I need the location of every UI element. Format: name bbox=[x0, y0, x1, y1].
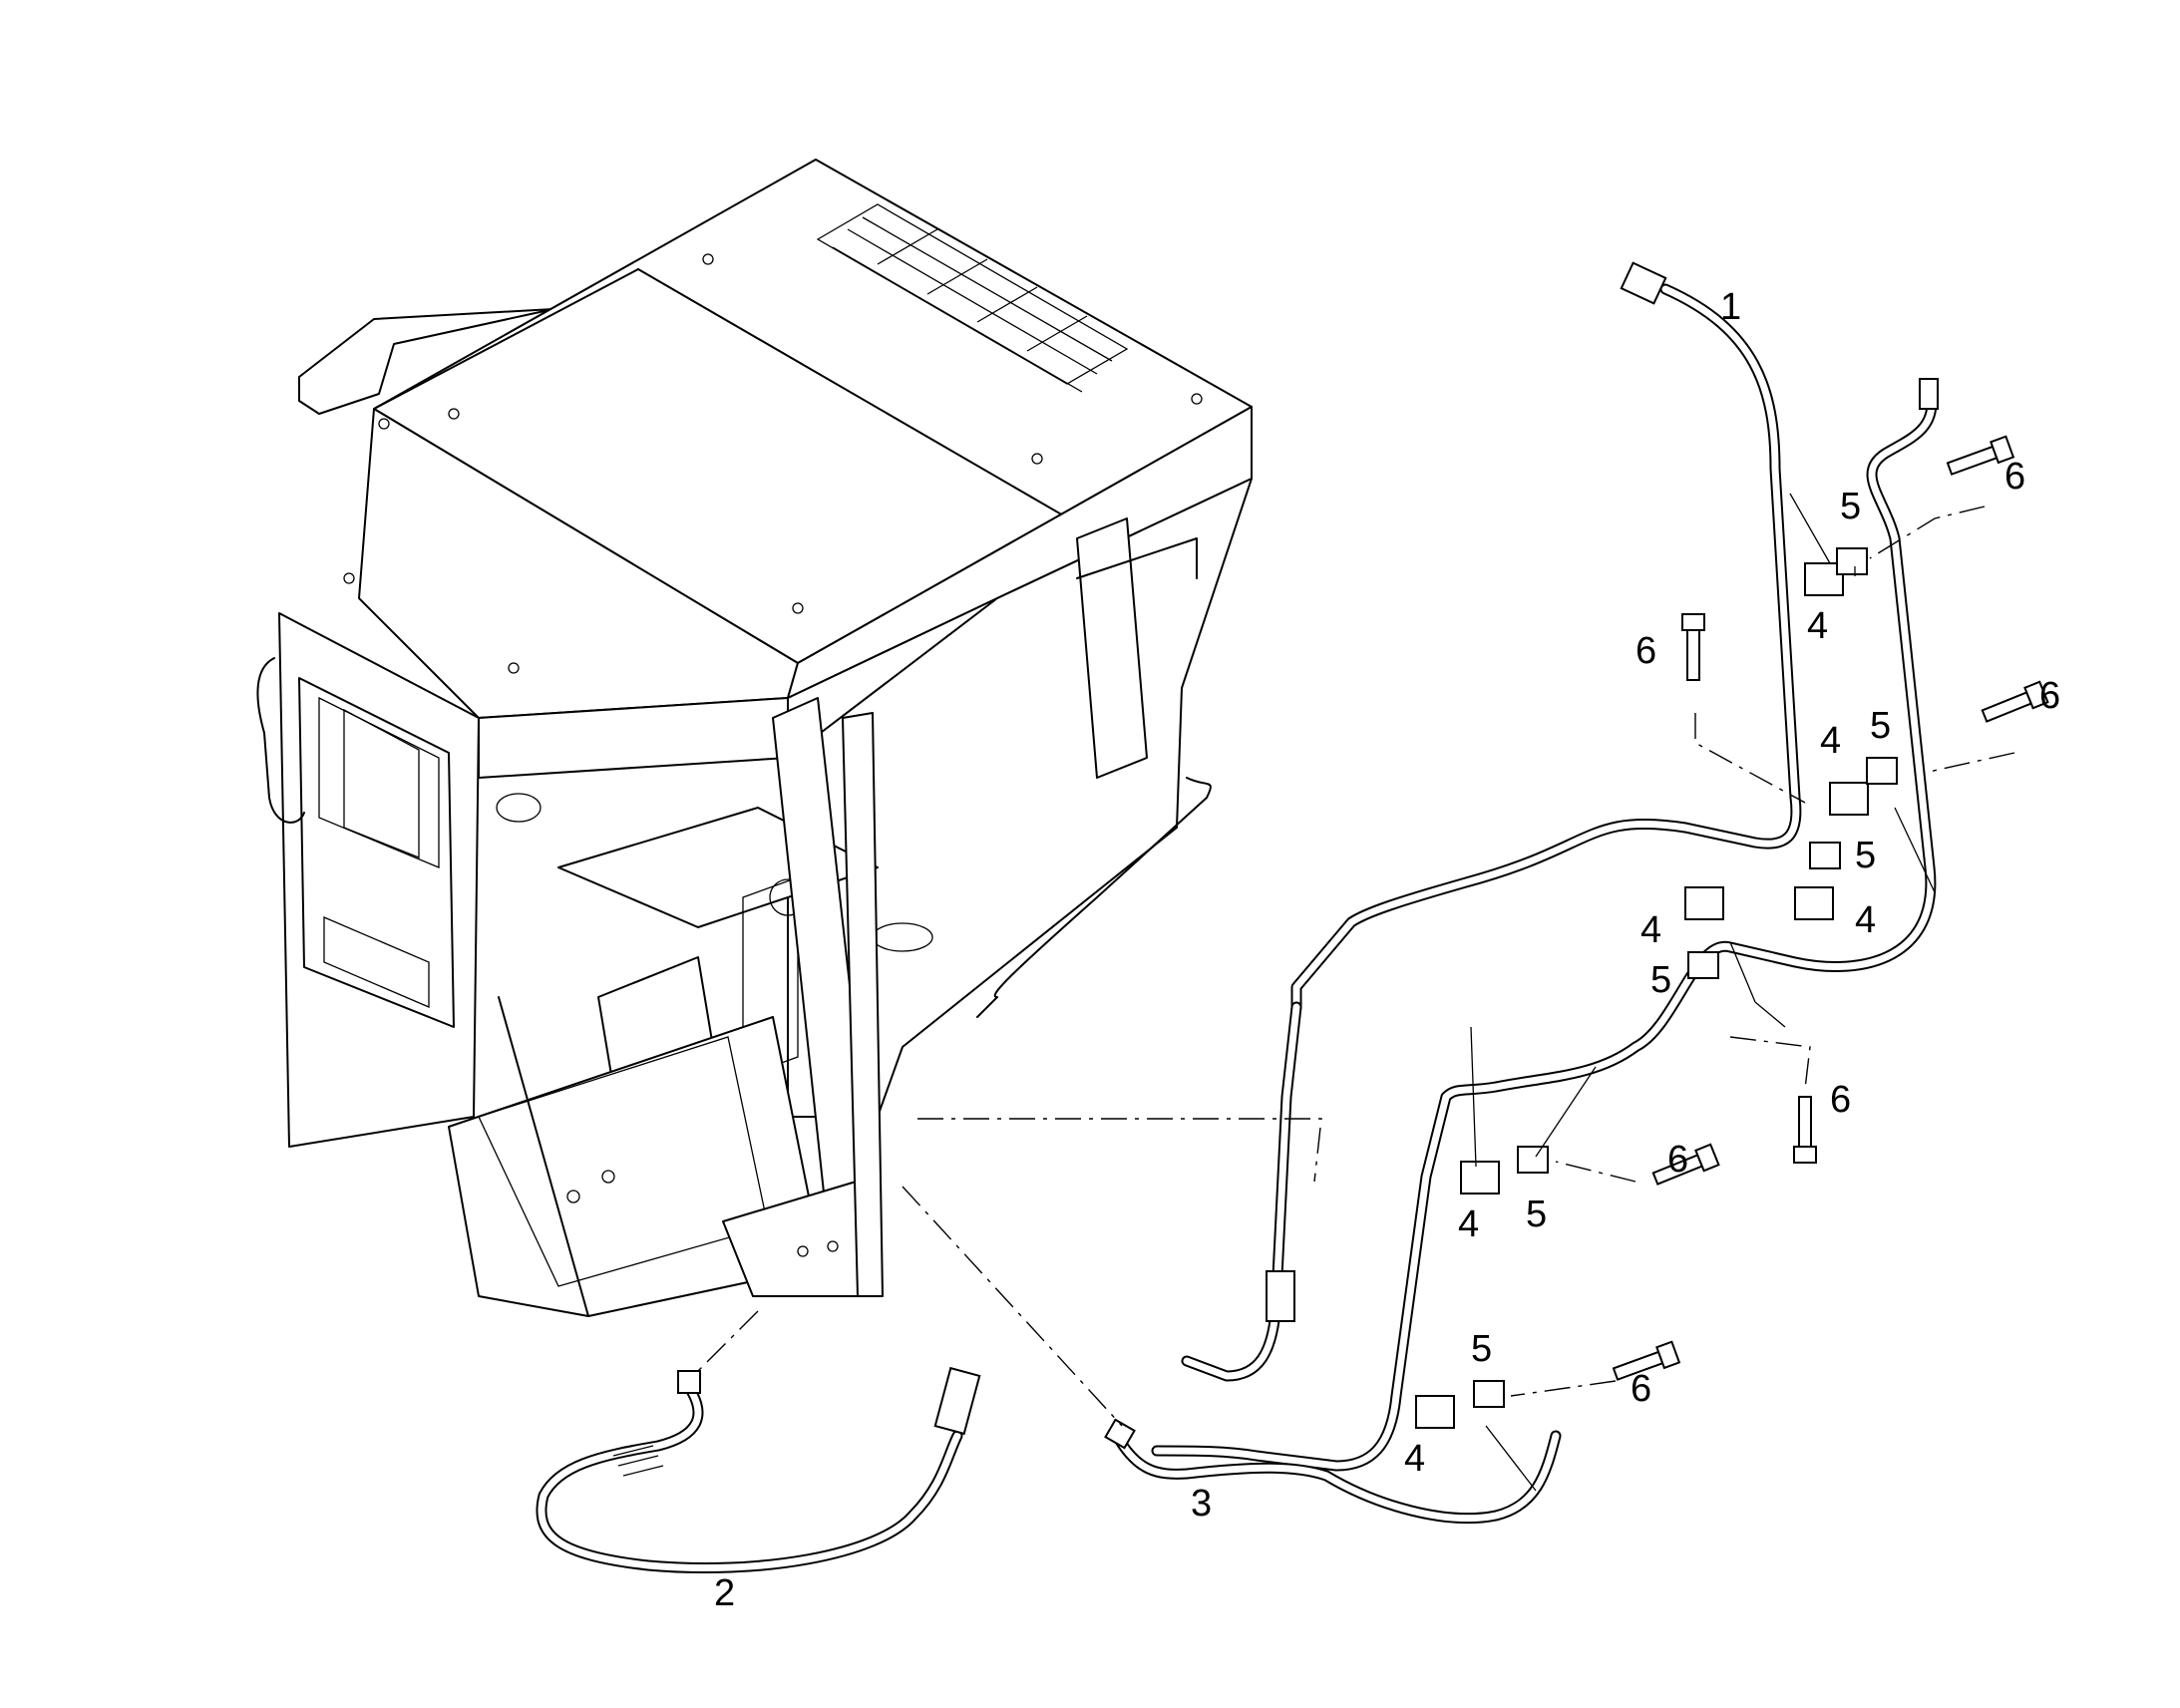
bolts bbox=[1612, 435, 2049, 1381]
clamp bbox=[1794, 886, 1834, 920]
callout-4: 4 bbox=[1807, 605, 1828, 647]
hose-parallel bbox=[1151, 378, 1939, 1472]
callout-4: 4 bbox=[1458, 1203, 1479, 1245]
callout-6: 6 bbox=[2004, 456, 2025, 498]
callout-6: 6 bbox=[1635, 630, 1656, 672]
hose-3-fitting bbox=[1104, 1418, 1136, 1450]
clamp bbox=[1460, 1161, 1500, 1195]
callouts: 1 2 3 4 4 4 4 4 4 5 5 5 5 5 5 6 6 6 6 6 … bbox=[714, 286, 2060, 1614]
callout-6: 6 bbox=[2039, 675, 2060, 717]
clamp bbox=[1804, 562, 1844, 596]
cab-assembly bbox=[256, 159, 1253, 1317]
callout-5: 5 bbox=[1840, 486, 1861, 527]
hose-1-end-fitting bbox=[1266, 1270, 1295, 1322]
callout-6: 6 bbox=[1830, 1079, 1851, 1121]
hose-2-fitting-small bbox=[677, 1370, 701, 1394]
callout-5: 5 bbox=[1526, 1194, 1547, 1235]
roof-bolts bbox=[343, 253, 1203, 674]
callout-6: 6 bbox=[1667, 1139, 1688, 1181]
bolt bbox=[1946, 435, 2015, 476]
callout-2: 2 bbox=[714, 1572, 735, 1614]
plate bbox=[1866, 757, 1898, 785]
callout-leaders bbox=[1470, 493, 1936, 1492]
callout-5: 5 bbox=[1471, 1328, 1492, 1370]
hose-parallel-fitting bbox=[1919, 378, 1939, 410]
bolt bbox=[1981, 680, 2049, 723]
roof-vent-grid bbox=[816, 203, 1129, 393]
clamp bbox=[1684, 886, 1724, 920]
bolt bbox=[1612, 1340, 1681, 1381]
plate bbox=[1687, 951, 1719, 979]
callout-3: 3 bbox=[1191, 1483, 1212, 1525]
callout-1: 1 bbox=[1720, 286, 1741, 328]
callout-5: 5 bbox=[1855, 835, 1876, 876]
clamp bbox=[1415, 1395, 1455, 1429]
callout-5: 5 bbox=[1650, 959, 1671, 1001]
callout-5: 5 bbox=[1870, 705, 1891, 747]
hose-1 bbox=[1181, 261, 1802, 1382]
hose-3 bbox=[1104, 1418, 1562, 1525]
callout-4: 4 bbox=[1820, 720, 1841, 762]
plate bbox=[1836, 547, 1868, 575]
plate bbox=[1517, 1146, 1549, 1174]
hose-1-fitting bbox=[1620, 261, 1667, 305]
plates bbox=[1473, 547, 1898, 1408]
leader-lines bbox=[697, 506, 2015, 1427]
plate bbox=[1473, 1380, 1505, 1408]
bolt bbox=[1651, 1143, 1720, 1186]
callout-4: 4 bbox=[1404, 1438, 1425, 1480]
plate bbox=[1809, 842, 1841, 869]
hose-2-fitting-large bbox=[933, 1366, 981, 1436]
callout-6: 6 bbox=[1631, 1368, 1651, 1410]
callout-4: 4 bbox=[1640, 909, 1661, 951]
bolt bbox=[1793, 1096, 1817, 1164]
clamps bbox=[1415, 562, 1869, 1429]
bolt bbox=[1681, 613, 1705, 681]
callout-4: 4 bbox=[1855, 899, 1876, 941]
clamp bbox=[1829, 782, 1869, 816]
hose-2 bbox=[536, 1366, 981, 1574]
